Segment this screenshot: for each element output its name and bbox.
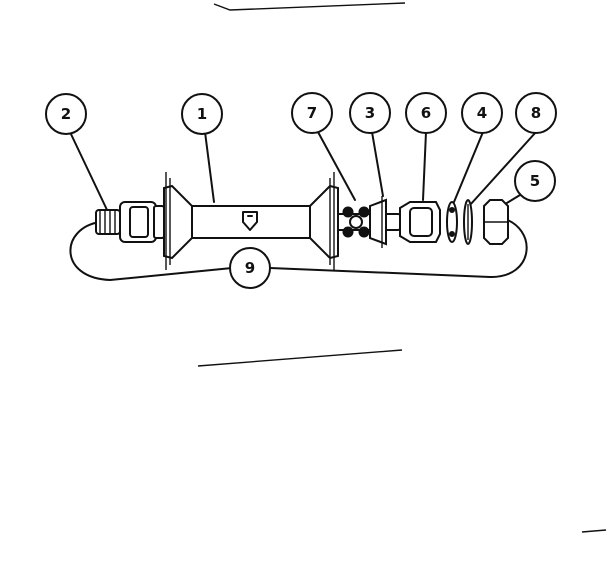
right-flange (309, 172, 339, 270)
callout-1: 1 (181, 93, 223, 135)
scan-line-bottom-right (581, 529, 607, 533)
callout-8: 8 (515, 92, 557, 134)
svg-text:8: 8 (531, 104, 541, 122)
svg-text:2: 2 (61, 105, 71, 123)
axle-nut (483, 199, 509, 245)
locknut (399, 201, 441, 243)
callout-6: 6 (405, 92, 447, 134)
scan-line-middle (197, 349, 403, 367)
svg-text:7: 7 (307, 104, 317, 122)
svg-text:5: 5 (530, 172, 540, 190)
callout-9: 9 (229, 247, 271, 289)
assembly-loop-line (69, 217, 528, 281)
svg-text:6: 6 (421, 104, 431, 122)
callout-7: 7 (291, 92, 333, 134)
callout-2: 2 (45, 93, 87, 135)
hub-body (191, 205, 311, 239)
callout-5: 5 (514, 160, 556, 202)
hub-emblem (242, 211, 258, 231)
svg-text:1: 1 (197, 105, 207, 123)
callout-4: 4 (461, 92, 503, 134)
svg-text:9: 9 (245, 259, 255, 277)
scan-line-top (213, 2, 406, 11)
leader-lines (69, 131, 537, 213)
bearing-balls (342, 206, 370, 238)
bearing-cone (369, 196, 387, 248)
left-flange (163, 172, 193, 270)
svg-text:4: 4 (477, 104, 487, 122)
svg-text:3: 3 (365, 104, 375, 122)
washer (446, 201, 458, 243)
left-cone-nut (95, 201, 165, 243)
callout-3: 3 (349, 92, 391, 134)
spacer (463, 199, 473, 245)
